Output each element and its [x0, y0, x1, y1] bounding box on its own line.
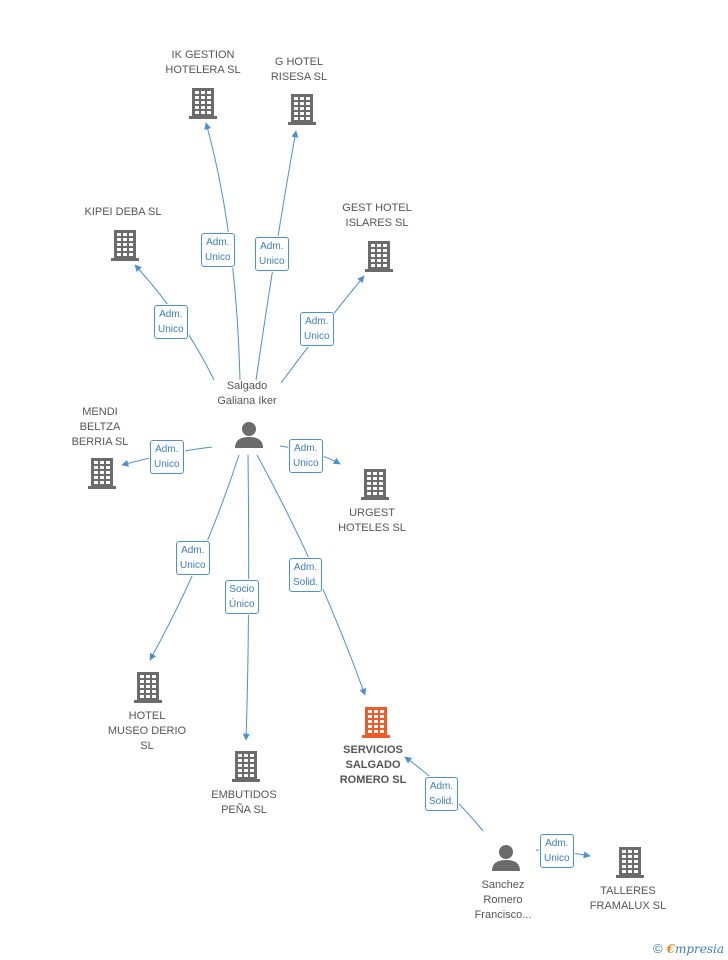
- building-icon-gest[interactable]: [365, 241, 393, 272]
- node-label-gest[interactable]: GEST HOTEL ISLARES SL: [342, 202, 412, 229]
- copyright-symbol: ©: [652, 941, 663, 956]
- node-label-urgest[interactable]: URGEST HOTELES SL: [338, 507, 406, 534]
- person-icon-sanchez[interactable]: [492, 845, 520, 871]
- edge-label-center-to-ik: Adm. Unico: [201, 233, 235, 267]
- node-label-ghotel[interactable]: G HOTEL RISESA SL: [270, 56, 328, 83]
- node-label-embutidos[interactable]: EMBUTIDOS PEÑA SL: [211, 789, 277, 816]
- person-icon-center[interactable]: [235, 422, 263, 448]
- edge-label-center-to-urgest: Adm. Unico: [289, 439, 323, 473]
- building-icon-kipei[interactable]: [111, 230, 139, 261]
- building-icon-servicios[interactable]: [362, 707, 390, 738]
- node-label-mendi[interactable]: MENDI BELTZA BERRIA SL: [71, 406, 129, 448]
- building-icon-museo[interactable]: [134, 672, 162, 703]
- building-icon-mendi[interactable]: [88, 458, 116, 489]
- edge-label-sanchez-to-servicios: Adm. Solid.: [425, 777, 459, 811]
- logo-initial: €: [666, 942, 675, 956]
- edge-label-sanchez-to-talleres: Adm. Unico: [540, 834, 574, 868]
- node-label-center[interactable]: Salgado Galiana Iker: [217, 380, 277, 407]
- node-label-servicios[interactable]: SERVICIOS SALGADO ROMERO SL: [339, 744, 407, 786]
- building-icon-embutidos[interactable]: [232, 751, 260, 782]
- empresia-logo: ©€mpresia: [653, 941, 724, 956]
- edge-label-center-to-servicios: Adm. Solid.: [289, 558, 323, 592]
- building-icon-talleres[interactable]: [616, 847, 644, 878]
- node-label-museo[interactable]: HOTEL MUSEO DERIO SL: [107, 710, 187, 752]
- edge-label-center-to-gest: Adm. Unico: [300, 312, 334, 346]
- building-icon-ghotel[interactable]: [288, 94, 316, 125]
- building-icon-ik[interactable]: [189, 88, 217, 119]
- logo-text: mpresia: [674, 942, 724, 956]
- building-icon-urgest[interactable]: [361, 469, 389, 500]
- edge-label-center-to-mendi: Adm. Unico: [150, 440, 184, 474]
- edge-label-center-to-kipei: Adm. Unico: [154, 305, 188, 339]
- edge-label-center-to-museo: Adm. Unico: [176, 541, 210, 575]
- edge-label-center-to-ghotel: Adm. Unico: [255, 237, 289, 271]
- node-label-kipei[interactable]: KIPEI DEBA SL: [84, 206, 162, 218]
- node-label-talleres[interactable]: TALLERES FRAMALUX SL: [589, 885, 667, 912]
- edge-label-center-to-embutidos: Socio Único: [225, 580, 259, 614]
- node-label-sanchez[interactable]: Sanchez Romero Francisco...: [474, 879, 532, 921]
- node-label-ik[interactable]: IK GESTION HOTELERA SL: [165, 49, 241, 76]
